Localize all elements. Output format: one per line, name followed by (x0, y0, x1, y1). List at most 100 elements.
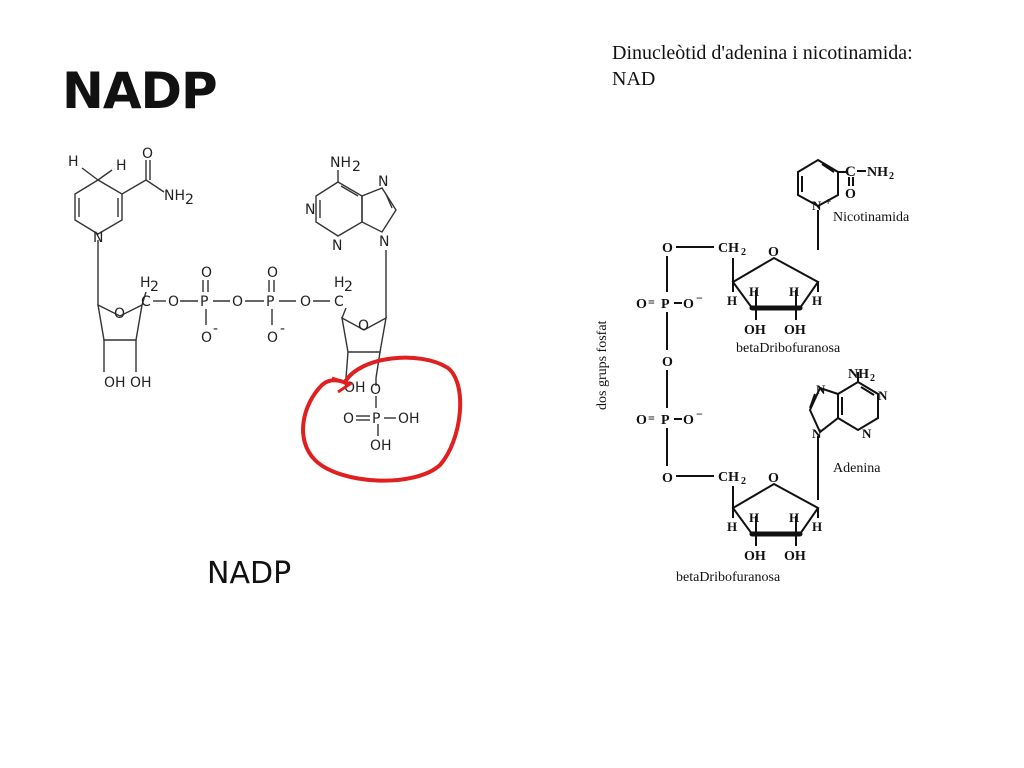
nadp-o-top1: O (201, 265, 212, 281)
nad-title: Dinucleòtid d'adenina i nicotinamida: NA… (612, 40, 913, 92)
nad-o-top: O (662, 241, 673, 256)
nad-ch2-bottom-sub: 2 (741, 476, 746, 487)
nad-ch2-top-sub: 2 (741, 247, 746, 258)
nadp-ch2-left-c: C (141, 294, 151, 310)
nadp-n1: N (305, 202, 315, 218)
nad-label-phosphate-groups: dos grups fosfat (595, 320, 610, 410)
nad-nicotinamide-ring (797, 158, 854, 250)
nadp-o-bridge3: O (300, 294, 311, 310)
nad-o-bottom: O (662, 471, 673, 486)
nad-ribose-top (731, 256, 820, 320)
nadp-phos-p: P (372, 411, 380, 427)
nad-adenine-ring (808, 372, 879, 500)
nad-h-g: H (789, 510, 799, 525)
nad-p-bottom: P (661, 413, 670, 428)
nad-minus-bottom: − (696, 407, 703, 421)
nad-plus: + (825, 196, 831, 208)
nadp-n3: N (332, 238, 342, 254)
nad-p-top-o-left: O (636, 297, 647, 312)
nadp-p1: P (200, 294, 208, 310)
nadp-amide-sub: 2 (185, 192, 194, 208)
nadp-adenine-nh-sub: 2 (352, 159, 361, 175)
nadp-phos-o: O (370, 382, 381, 398)
nadp-sugar2-o: O (358, 318, 369, 334)
nad-aden-n4: N (812, 426, 822, 441)
nad-p-bottom-o-right: O (683, 413, 694, 428)
nad-title-line1: Dinucleòtid d'adenina i nicotinamida: (612, 42, 913, 64)
nadp-caption: NADP (207, 556, 292, 591)
nad-amide-o: O (845, 187, 856, 202)
nadp-n7: N (378, 174, 388, 190)
right-ribose (341, 250, 387, 379)
highlight-circle (301, 355, 463, 483)
nad-aden-n2: N (878, 388, 888, 403)
nad-h-e: H (727, 519, 737, 534)
nad-ring-o2: O (768, 471, 779, 486)
nadp-carbonyl-o: O (142, 146, 153, 162)
nad-aden-n3: N (862, 426, 872, 441)
nadp-h2: H (116, 158, 127, 174)
nadp-charge2: - (280, 321, 285, 337)
nad-aden-n1: N (816, 382, 826, 397)
nadp-p2: P (266, 294, 274, 310)
nad-ch2-top: CH (718, 241, 739, 256)
phosphate-group (356, 378, 396, 436)
nad-label-sugar1: betaDribofuranosa (736, 341, 841, 356)
nadp-h1: H (68, 154, 79, 170)
nadp-n9: N (379, 234, 389, 250)
nad-minus-top: − (696, 291, 703, 305)
nadp-ch2-left-h: H (140, 275, 151, 291)
nadp-ch2-right-sub: 2 (344, 279, 353, 295)
nadp-o-bottom2: O (267, 330, 278, 346)
nad-label-adenina: Adenina (833, 461, 881, 476)
nadp-ring-n: N (93, 230, 103, 246)
nadp-amide-nh: NH (164, 188, 185, 204)
nadp-ch2-left-sub: 2 (150, 279, 159, 295)
nad-h-d: H (812, 293, 822, 308)
nadp-charge1: - (213, 321, 218, 337)
nadp-o-bridge1: O (168, 294, 179, 310)
nad-o-mid: O (662, 355, 673, 370)
nadp-adenine-nh: NH (330, 155, 351, 171)
nad-label-sugar2: betaDribofuranosa (676, 570, 781, 585)
nad-aden-nh-sub: 2 (870, 373, 875, 384)
nad-oh-a: OH (744, 323, 766, 338)
nad-n-plus: N (812, 198, 822, 213)
nad-amide-c: C (845, 164, 856, 180)
nadp-phos-oh-right: OH (398, 411, 420, 427)
nadp-o-top2: O (267, 265, 278, 281)
nad-h-a: H (727, 293, 737, 308)
nad-h-h: H (812, 519, 822, 534)
nad-ch2-bottom: CH (718, 470, 739, 485)
nad-h-c: H (789, 284, 799, 299)
nadp-oh1: OH (104, 375, 126, 391)
nad-ribose-bottom (731, 482, 820, 546)
nadp-ch2-right-h: H (334, 275, 345, 291)
slide-title: NADP (62, 62, 218, 120)
nad-oh-b: OH (784, 323, 806, 338)
nad-ring-o1: O (768, 245, 779, 260)
nad-p-top-o-right: O (683, 297, 694, 312)
nad-amide-nh: NH (867, 165, 888, 180)
nad-h-b: H (749, 284, 759, 299)
nad-p-bottom-o-left: O (636, 413, 647, 428)
nadp-sugar1-o: O (114, 306, 125, 322)
nadp-structure-diagram: H H O NH 2 N O OH OH H 2 C O P O O - O P… (68, 146, 463, 483)
nicotinamide-ring (74, 160, 165, 305)
nad-title-line2: NAD (612, 68, 656, 90)
nad-label-nicotinamida: Nicotinamida (833, 210, 910, 225)
left-ribose (97, 291, 147, 372)
nad-oh-d: OH (784, 549, 806, 564)
nadp-oh2: OH (130, 375, 152, 391)
nad-amide-sub: 2 (889, 171, 894, 182)
svg-text:=: = (648, 295, 655, 309)
nadp-o-bottom1: O (201, 330, 212, 346)
nadp-o-bridge2: O (232, 294, 243, 310)
nad-oh-c: OH (744, 549, 766, 564)
nadp-phos-oh-bottom: OH (370, 438, 392, 454)
adenine-ring (315, 170, 397, 237)
svg-text:=: = (648, 411, 655, 425)
nadp-ch2-right-c: C (334, 294, 344, 310)
nad-p-top: P (661, 297, 670, 312)
nad-structure-diagram: C NH 2 O N + Nicotinamida O CH 2 O H H H… (595, 158, 910, 585)
